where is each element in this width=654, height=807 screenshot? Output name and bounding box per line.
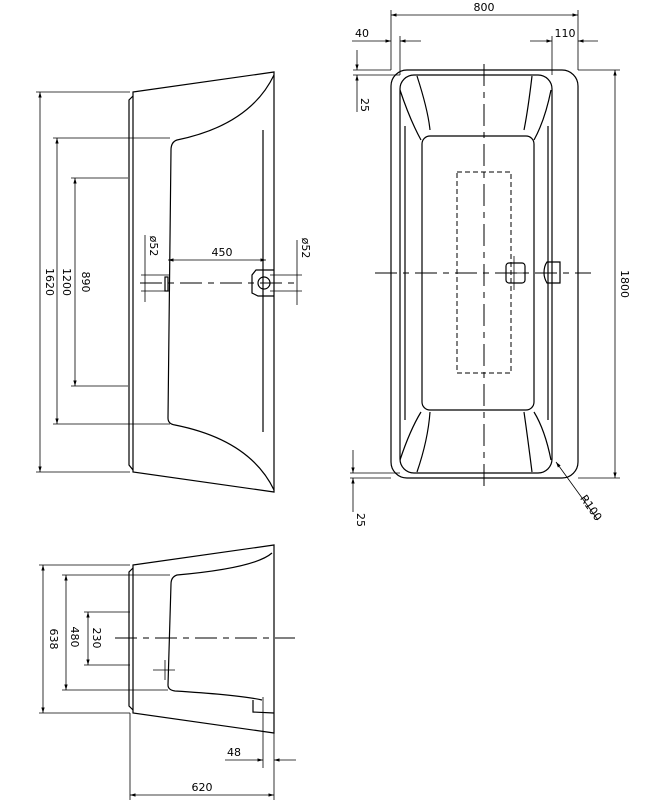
tub-outline bbox=[132, 71, 275, 493]
side-view-long: 1620 1200 890 ø52 450 ø52 bbox=[36, 71, 312, 493]
dim-waste-dia-right-label: ø52 bbox=[299, 238, 312, 259]
tub-base-edge-end bbox=[128, 567, 134, 711]
basin-slope-top bbox=[399, 75, 552, 141]
dim-110-label: 110 bbox=[555, 27, 576, 40]
dim-r100-label: R100 bbox=[577, 493, 604, 524]
overflow-notch bbox=[252, 700, 275, 714]
basin-slope-bottom bbox=[399, 411, 552, 473]
dim-40-label: 40 bbox=[355, 27, 369, 40]
dim-48-label: 48 bbox=[227, 746, 241, 759]
dim-25-top-label: 25 bbox=[358, 98, 371, 112]
dim-890-label: 890 bbox=[79, 272, 92, 293]
waste-outlet bbox=[164, 276, 169, 292]
dim-480-label: 480 bbox=[68, 627, 81, 648]
dim-450-label: 450 bbox=[212, 246, 233, 259]
dim-638-label: 638 bbox=[47, 629, 60, 650]
dim-1200-label: 1200 bbox=[60, 268, 73, 296]
tub-inner-contour-end bbox=[167, 552, 273, 701]
overflow-fitting bbox=[251, 269, 274, 297]
dim-1620-label: 1620 bbox=[43, 268, 56, 296]
tub-inner-contour bbox=[167, 74, 275, 491]
overflow-hole bbox=[257, 276, 271, 290]
tub-basin-outline bbox=[399, 74, 553, 474]
tub-base-edge bbox=[128, 95, 134, 471]
dim-1800-label: 1800 bbox=[618, 270, 631, 298]
dim-620-label: 620 bbox=[192, 781, 213, 794]
radius-leader bbox=[555, 461, 599, 521]
dim-230-label: 230 bbox=[90, 628, 103, 649]
dim-800-label: 800 bbox=[474, 1, 495, 14]
side-view-short: 638 480 230 48 620 bbox=[39, 544, 296, 800]
dim-waste-dia-left-label: ø52 bbox=[147, 236, 160, 257]
overflow bbox=[543, 261, 561, 284]
plan-view: 800 40 110 25 1800 25 R100 bbox=[350, 1, 631, 527]
dim-25-bottom-label: 25 bbox=[354, 513, 367, 527]
